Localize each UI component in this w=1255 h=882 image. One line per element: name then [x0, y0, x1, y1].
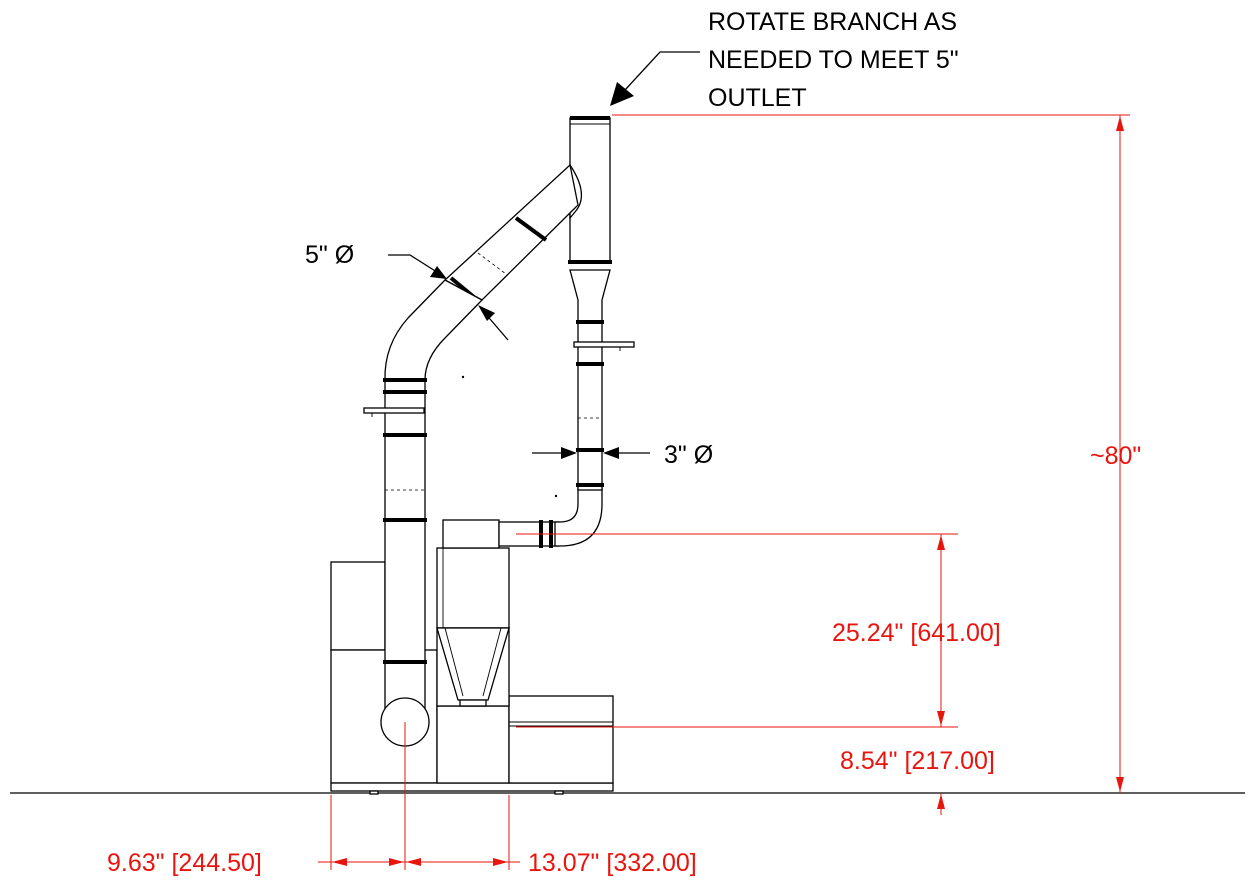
left-offset-label: 9.63" [244.50]: [107, 849, 262, 877]
large-diameter-label: 5" Ø: [305, 241, 354, 269]
cyclone-separator: [436, 519, 510, 707]
inlet-height-dimension: 25.24" [641.00]: [516, 533, 1001, 728]
drawing-mark: [461, 375, 465, 379]
inlet-height-label: 25.24" [641.00]: [832, 619, 1001, 647]
large-pipe-branch: [363, 162, 582, 747]
note-line-2: NEEDED TO MEET 5": [708, 46, 959, 74]
note-line-3: OUTLET: [708, 84, 807, 112]
small-diameter-callout: 3" Ø: [532, 441, 713, 469]
base-height-dimension: 8.54" [217.00]: [840, 747, 995, 815]
right-offset-label: 13.07" [332.00]: [528, 849, 697, 877]
large-diameter-callout: 5" Ø: [305, 241, 509, 341]
base-height-label: 8.54" [217.00]: [840, 747, 995, 775]
overall-height-dimension: ~80": [612, 114, 1141, 793]
small-diameter-label: 3" Ø: [664, 441, 713, 469]
drawing-mark: [554, 494, 558, 498]
rotate-branch-callout: ROTATE BRANCH AS NEEDED TO MEET 5" OUTLE…: [610, 8, 959, 112]
horizontal-offset-dimensions: 9.63" [244.50] 13.07" [332.00]: [107, 722, 697, 877]
note-line-1: ROTATE BRANCH AS: [708, 8, 957, 36]
overall-height-label: ~80": [1090, 442, 1141, 470]
